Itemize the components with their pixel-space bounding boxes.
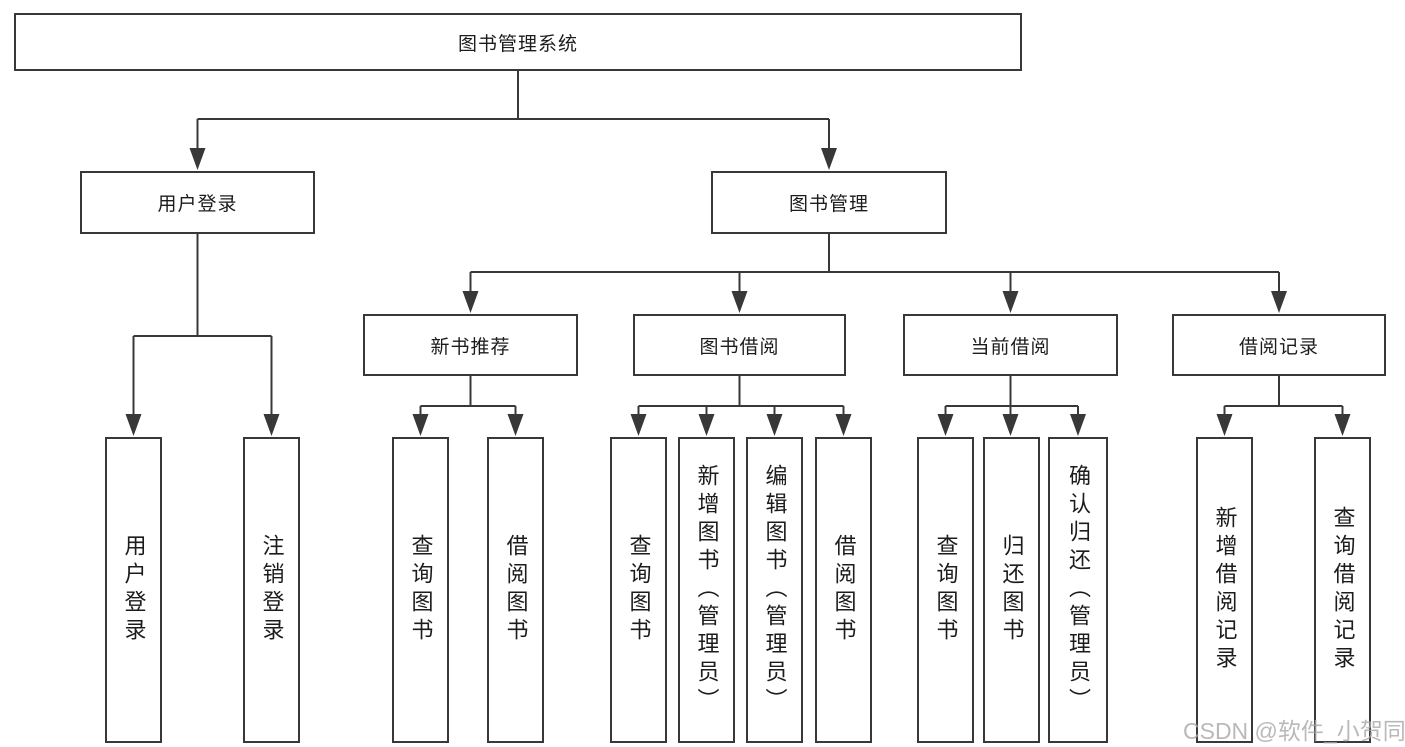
leaf-borrowing-borrow-books: 借阅图书 [815, 437, 872, 743]
arrowhead-icon [731, 291, 748, 313]
leaf-borrowing-query-books-label: 查询图书 [626, 534, 652, 646]
leaf-current-confirm-return-admin: 确认归还（管理员） [1048, 437, 1108, 743]
csdn-watermark: CSDN @软件_小贺同学 [1183, 718, 1405, 744]
leaf-current-return-books-label: 归还图书 [999, 534, 1025, 646]
arrowhead-icon [835, 414, 852, 436]
arrowhead-icon [1002, 291, 1019, 313]
arrowhead-icon [462, 291, 479, 313]
leaf-recommend-borrow-books-label: 借阅图书 [503, 534, 529, 646]
arrowhead-icon [1216, 414, 1233, 436]
node-book-management-label: 图书管理 [788, 194, 869, 215]
node-current-borrowing: 当前借阅 [903, 314, 1118, 376]
arrowhead-icon [412, 414, 429, 436]
arrowhead-icon [698, 414, 715, 436]
arrowhead-icon [1070, 414, 1086, 436]
leaf-borrowing-query-books: 查询图书 [610, 437, 667, 743]
arrowhead-icon [630, 414, 647, 436]
node-library-system: 图书管理系统 [14, 13, 1022, 71]
node-new-book-recommendation-label: 新书推荐 [430, 336, 511, 358]
leaf-logout: 注销登录 [243, 437, 300, 743]
node-book-borrowing: 图书借阅 [633, 314, 846, 376]
leaf-records-add-borrow-record-label: 新增借阅记录 [1212, 506, 1238, 674]
arrowhead-icon [125, 414, 142, 436]
leaf-records-query-borrow-record-label: 查询借阅记录 [1330, 506, 1356, 674]
arrowhead-icon [1002, 414, 1019, 436]
arrowhead-icon [766, 414, 783, 436]
node-book-management: 图书管理 [711, 171, 947, 234]
leaf-borrowing-borrow-books-label: 借阅图书 [831, 534, 857, 646]
leaf-current-query-books-label: 查询图书 [933, 534, 959, 646]
leaf-borrowing-add-books-admin: 新增图书（管理员） [678, 437, 735, 743]
leaf-recommend-query-books: 查询图书 [392, 437, 449, 743]
arrowhead-icon [507, 414, 524, 436]
node-borrowing-records-label: 借阅记录 [1238, 336, 1319, 358]
leaf-logout-label: 注销登录 [259, 534, 285, 646]
leaf-records-add-borrow-record: 新增借阅记录 [1196, 437, 1253, 743]
leaf-user-login-label: 用户登录 [121, 534, 147, 646]
node-user-login: 用户登录 [80, 171, 315, 234]
node-current-borrowing-label: 当前借阅 [970, 336, 1051, 358]
leaf-recommend-borrow-books: 借阅图书 [487, 437, 544, 743]
arrowhead-icon [937, 414, 954, 436]
leaf-recommend-query-books-label: 查询图书 [408, 534, 434, 646]
arrowhead-icon [1334, 414, 1351, 436]
arrowheads [125, 148, 1351, 436]
leaf-borrowing-edit-books-admin-label: 编辑图书（管理员） [762, 464, 788, 716]
arrowhead-icon [189, 148, 206, 170]
leaf-current-return-books: 归还图书 [983, 437, 1040, 743]
node-new-book-recommendation: 新书推荐 [363, 314, 578, 376]
leaf-user-login: 用户登录 [105, 437, 162, 743]
arrowhead-icon [821, 148, 837, 170]
node-user-login-label: 用户登录 [157, 194, 238, 215]
arrowhead-icon [1271, 291, 1287, 313]
leaf-current-query-books: 查询图书 [917, 437, 974, 743]
node-library-system-label: 图书管理系统 [457, 33, 578, 55]
leaf-borrowing-add-books-admin-label: 新增图书（管理员） [694, 464, 720, 716]
leaf-records-query-borrow-record: 查询借阅记录 [1314, 437, 1371, 743]
arrowhead-icon [263, 414, 280, 436]
leaf-borrowing-edit-books-admin: 编辑图书（管理员） [746, 437, 803, 743]
leaf-current-confirm-return-admin-label: 确认归还（管理员） [1066, 464, 1091, 716]
node-book-borrowing-label: 图书借阅 [699, 336, 780, 358]
node-borrowing-records: 借阅记录 [1172, 314, 1386, 376]
